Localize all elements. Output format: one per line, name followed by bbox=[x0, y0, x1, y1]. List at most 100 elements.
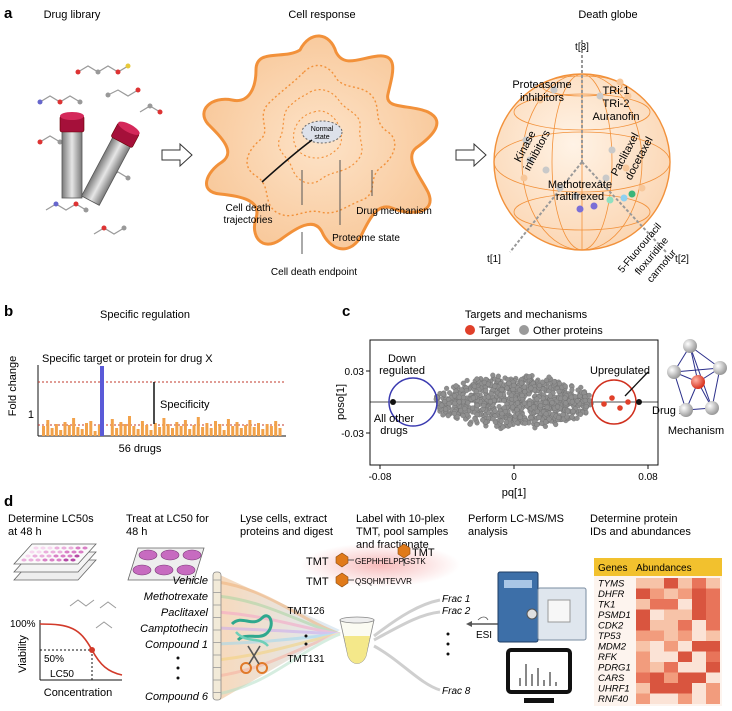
frac-8: Frac 8 bbox=[442, 686, 471, 697]
bar bbox=[171, 428, 174, 436]
pct100-label: 100% bbox=[10, 619, 36, 630]
heat-cell bbox=[678, 609, 692, 620]
bar bbox=[166, 424, 170, 436]
well bbox=[39, 554, 45, 558]
well bbox=[54, 546, 60, 550]
heat-cell bbox=[678, 588, 692, 599]
point bbox=[444, 385, 450, 391]
tmt-peptide-1: TMT GEPHHELPPGSTK bbox=[306, 552, 426, 568]
c-ytick-bottom: -0.03 bbox=[341, 429, 364, 440]
cell-response-title: Cell response bbox=[288, 9, 355, 21]
heat-cell bbox=[692, 588, 706, 599]
cell-death-endpoint-label: Cell death endpoint bbox=[271, 267, 357, 278]
point bbox=[569, 414, 575, 420]
axis-t1: t[1] bbox=[487, 254, 501, 265]
well bbox=[70, 558, 76, 562]
heat-cell bbox=[706, 662, 720, 673]
heat-cell bbox=[664, 609, 678, 620]
proteasome-label-2: inhibitors bbox=[520, 92, 565, 104]
heat-cell bbox=[706, 651, 720, 662]
point bbox=[514, 400, 521, 406]
heat-cell bbox=[678, 641, 692, 652]
bar bbox=[149, 430, 153, 436]
panel-d-letter: d bbox=[4, 493, 13, 510]
heat-cell bbox=[664, 693, 678, 704]
bar bbox=[119, 422, 123, 436]
point bbox=[463, 388, 470, 394]
cell-illustration bbox=[202, 34, 439, 254]
bar bbox=[72, 418, 76, 436]
fraction-lines bbox=[373, 598, 441, 692]
monitor-icon bbox=[506, 648, 572, 703]
molecule bbox=[39, 65, 161, 235]
point bbox=[473, 388, 479, 395]
heat-cell bbox=[692, 672, 706, 683]
bar bbox=[248, 420, 252, 436]
bar bbox=[269, 426, 273, 436]
gene-label: PDRG1 bbox=[598, 663, 631, 674]
point bbox=[483, 387, 489, 394]
step4-label: Label with 10-plex bbox=[356, 513, 445, 525]
point bbox=[472, 416, 478, 422]
point bbox=[492, 419, 498, 425]
tmt-label-3: TMT bbox=[412, 547, 435, 559]
heat-cell bbox=[636, 630, 650, 641]
bar bbox=[209, 428, 213, 436]
point bbox=[487, 399, 493, 405]
bar bbox=[93, 431, 97, 436]
bar bbox=[50, 428, 54, 436]
point bbox=[506, 380, 512, 386]
well bbox=[57, 550, 63, 554]
point bbox=[504, 385, 510, 391]
heat-cell bbox=[706, 672, 720, 683]
treatment-paclitaxel: Paclitaxel bbox=[161, 607, 209, 619]
death-globe bbox=[493, 40, 671, 253]
heat-cell bbox=[706, 641, 720, 652]
heat-cell bbox=[678, 630, 692, 641]
well bbox=[47, 546, 53, 550]
heat-cell bbox=[650, 599, 664, 610]
bar bbox=[97, 425, 101, 436]
point bbox=[543, 411, 549, 417]
c-xtick-mid: 0 bbox=[511, 472, 517, 483]
point bbox=[440, 391, 446, 397]
treatment-camptothecin: Camptothecin bbox=[140, 623, 208, 635]
heat-cell bbox=[692, 578, 706, 589]
target-point bbox=[617, 405, 623, 411]
panel-b-xlabel: 56 drugs bbox=[119, 443, 162, 455]
point bbox=[569, 399, 575, 405]
well bbox=[64, 550, 70, 554]
well-plates-stack bbox=[13, 543, 97, 581]
point bbox=[511, 382, 517, 388]
bar bbox=[231, 426, 235, 436]
point bbox=[575, 387, 581, 393]
c-all-other-label-2: drugs bbox=[380, 425, 408, 437]
heat-cell bbox=[650, 672, 664, 683]
frac-2: Frac 2 bbox=[442, 606, 471, 617]
c-up-label: Upregulated bbox=[590, 365, 650, 377]
c-ytick-top: 0.03 bbox=[345, 367, 365, 378]
heat-cell bbox=[664, 651, 678, 662]
point bbox=[554, 404, 561, 410]
heat-cell bbox=[636, 609, 650, 620]
heat-cell bbox=[692, 683, 706, 694]
well bbox=[35, 558, 41, 562]
bar bbox=[175, 422, 179, 436]
panel-c-title: Targets and mechanisms bbox=[465, 309, 588, 321]
heat-cell bbox=[678, 693, 692, 704]
point bbox=[499, 387, 505, 393]
point bbox=[536, 382, 543, 389]
point bbox=[534, 396, 540, 402]
panel-b-target-label: Specific target or protein for drug X bbox=[42, 353, 213, 365]
pct50-label: 50% bbox=[44, 654, 64, 665]
point bbox=[439, 402, 445, 408]
point bbox=[514, 407, 520, 413]
treatment-vehicle: Vehicle bbox=[172, 575, 208, 587]
legend-other: Other proteins bbox=[533, 325, 603, 337]
heat-cell bbox=[692, 662, 706, 673]
step1-label: Determine LC50s bbox=[8, 513, 94, 525]
point bbox=[500, 424, 506, 430]
point bbox=[503, 419, 510, 425]
well bbox=[21, 558, 27, 562]
